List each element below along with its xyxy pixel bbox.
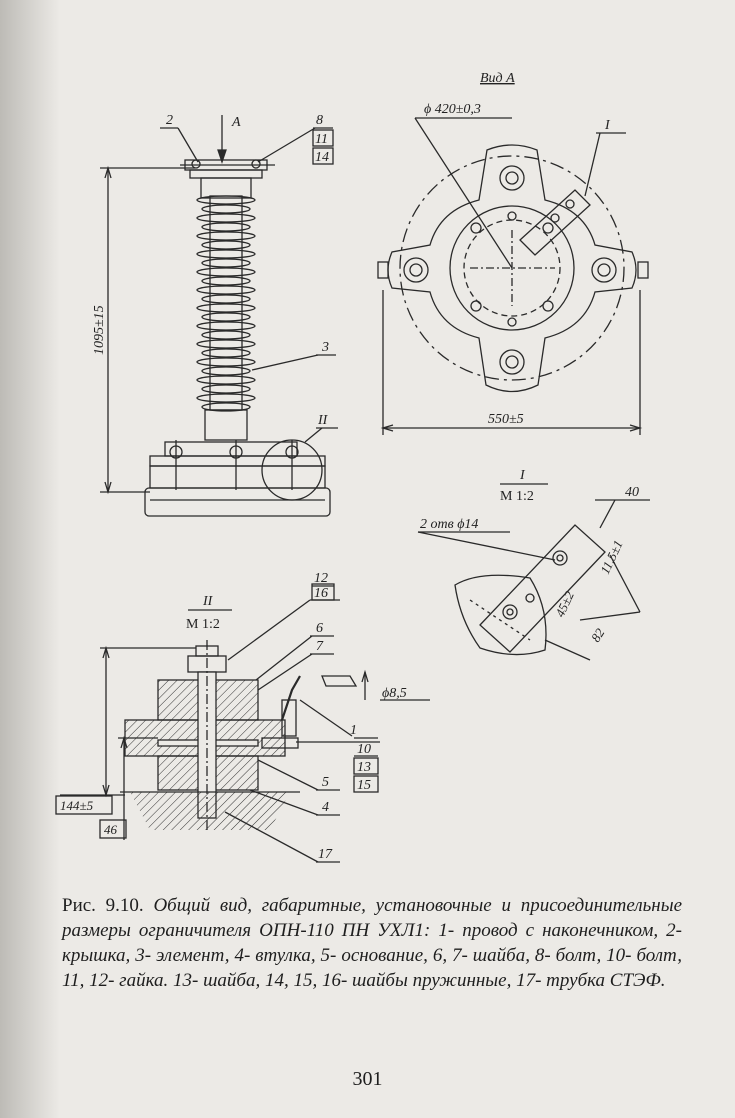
dim-45-label: 45±2	[552, 588, 577, 619]
insulator-shed	[201, 258, 251, 268]
insulator-shed	[196, 267, 256, 277]
detail-ii-scale: М 1:2	[186, 617, 220, 632]
insulator-shed	[201, 204, 251, 214]
insulator-shed	[196, 249, 256, 259]
item-10-label: 10	[357, 742, 371, 757]
figure-caption-lead: Рис. 9.10.	[62, 895, 144, 916]
figure-caption-text: Общий вид, габаритные, установочные и пр…	[62, 895, 682, 991]
insulator-shed	[201, 222, 251, 232]
detail-i-title: I	[519, 468, 526, 483]
insulator-shed	[201, 330, 251, 340]
insulator-shed	[196, 303, 256, 313]
detail-ii-title: II	[202, 594, 214, 609]
item-7-label: 7	[316, 639, 324, 654]
figure-caption: Рис. 9.10. Общий вид, габаритные, устано…	[62, 893, 682, 993]
item-12-label: 12	[314, 571, 328, 586]
insulator-shed	[196, 375, 256, 385]
insulator-shed	[196, 393, 256, 403]
height-1095-label: 1095±15	[92, 305, 107, 355]
detail-i: I М 1:2 40 2 отв ϕ14 11,5±1 45±2 82	[417, 468, 650, 661]
item-1-label: 1	[350, 723, 357, 738]
dim-144-label: 144±5	[60, 798, 94, 813]
insulator-shed	[196, 321, 256, 331]
item-2-label: 2	[166, 113, 173, 128]
technical-drawing: А 2 8 11 14 II	[55, 71, 650, 863]
insulator-shed	[201, 348, 251, 358]
insulator-shed	[201, 366, 251, 376]
item-3-label: 3	[321, 340, 329, 355]
item-17-label: 17	[318, 847, 333, 862]
view-a: Вид А ϕ 420±0,3 I 550±5	[377, 71, 649, 435]
general-view: А 2 8 11 14 II	[92, 113, 338, 517]
insulator-shed	[201, 276, 251, 286]
page-number: 301	[352, 1068, 383, 1090]
dia-8-5-label: ϕ8,5	[382, 686, 407, 701]
dim-82-label: 82	[588, 625, 608, 644]
width-550-label: 550±5	[488, 412, 524, 427]
insulator-shed	[196, 231, 256, 241]
item-8-label: 8	[316, 113, 323, 128]
dim-46-label: 46	[104, 822, 118, 837]
dim-11-5-label: 11,5±1	[597, 538, 626, 576]
item-16-label: 16	[314, 586, 328, 601]
item-15-label: 15	[357, 778, 371, 793]
insulator-shed	[196, 285, 256, 295]
insulator-shed	[201, 402, 251, 412]
dim-40-label: 40	[625, 485, 639, 500]
item-11-label: 11	[315, 132, 328, 147]
item-6-label: 6	[316, 621, 323, 636]
callout-ii-label: II	[317, 413, 329, 428]
item-5-label: 5	[322, 775, 329, 790]
diameter-420-label: ϕ 420±0,3	[424, 102, 481, 117]
callout-i-label: I	[604, 118, 611, 133]
arrow-a-label: А	[231, 115, 241, 130]
insulator-shed	[201, 312, 251, 322]
detail-i-scale: М 1:2	[500, 489, 534, 504]
item-14-label: 14	[315, 150, 329, 165]
item-13-label: 13	[357, 760, 371, 775]
view-a-title: Вид А	[480, 71, 515, 86]
item-4-label: 4	[322, 800, 329, 815]
detail-ii: II М 1:2 ϕ8,5 12 16	[55, 571, 430, 863]
insulator-shed	[196, 195, 256, 205]
insulator-shed	[196, 339, 256, 349]
holes-label: 2 отв ϕ14	[420, 517, 478, 532]
insulator-shed	[196, 213, 256, 223]
insulator-shed	[201, 240, 251, 250]
page-shadow	[0, 0, 60, 1118]
insulator-shed	[201, 384, 251, 394]
insulator-shed	[201, 294, 251, 304]
insulator-shed	[196, 357, 256, 367]
